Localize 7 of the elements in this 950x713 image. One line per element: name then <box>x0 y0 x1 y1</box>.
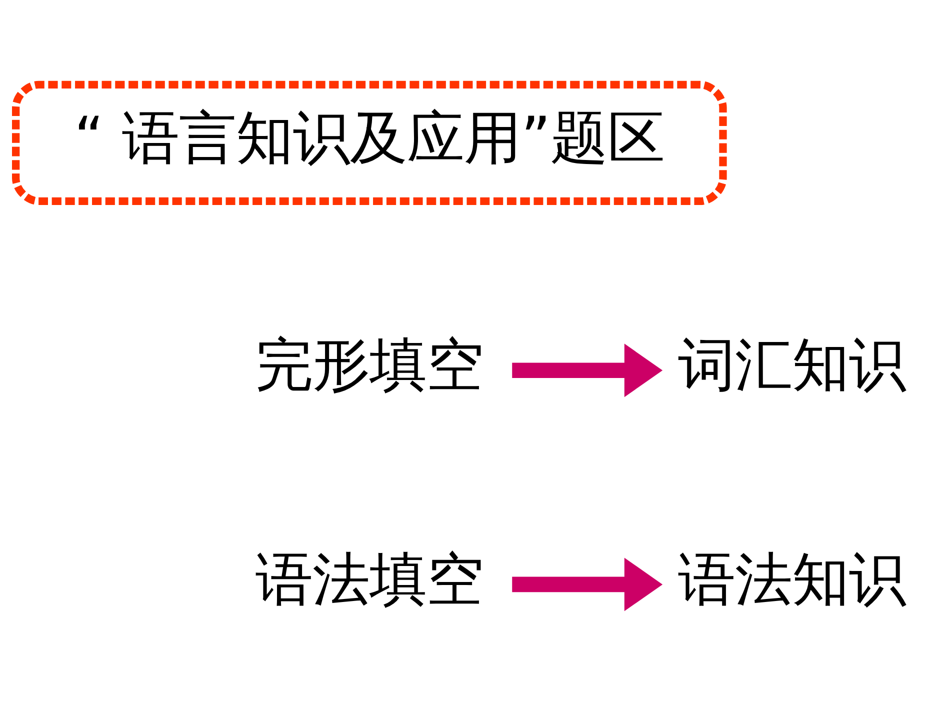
node-text: 词汇知识 <box>678 331 906 398</box>
node-text: 语法知识 <box>678 545 906 612</box>
node-text: 完形填空 <box>255 331 484 398</box>
arrow <box>512 343 663 397</box>
node-box: “ 语言知识及应用”题区 <box>12 80 727 205</box>
arrow <box>512 557 663 611</box>
node-text: 语法填空 <box>255 545 484 612</box>
